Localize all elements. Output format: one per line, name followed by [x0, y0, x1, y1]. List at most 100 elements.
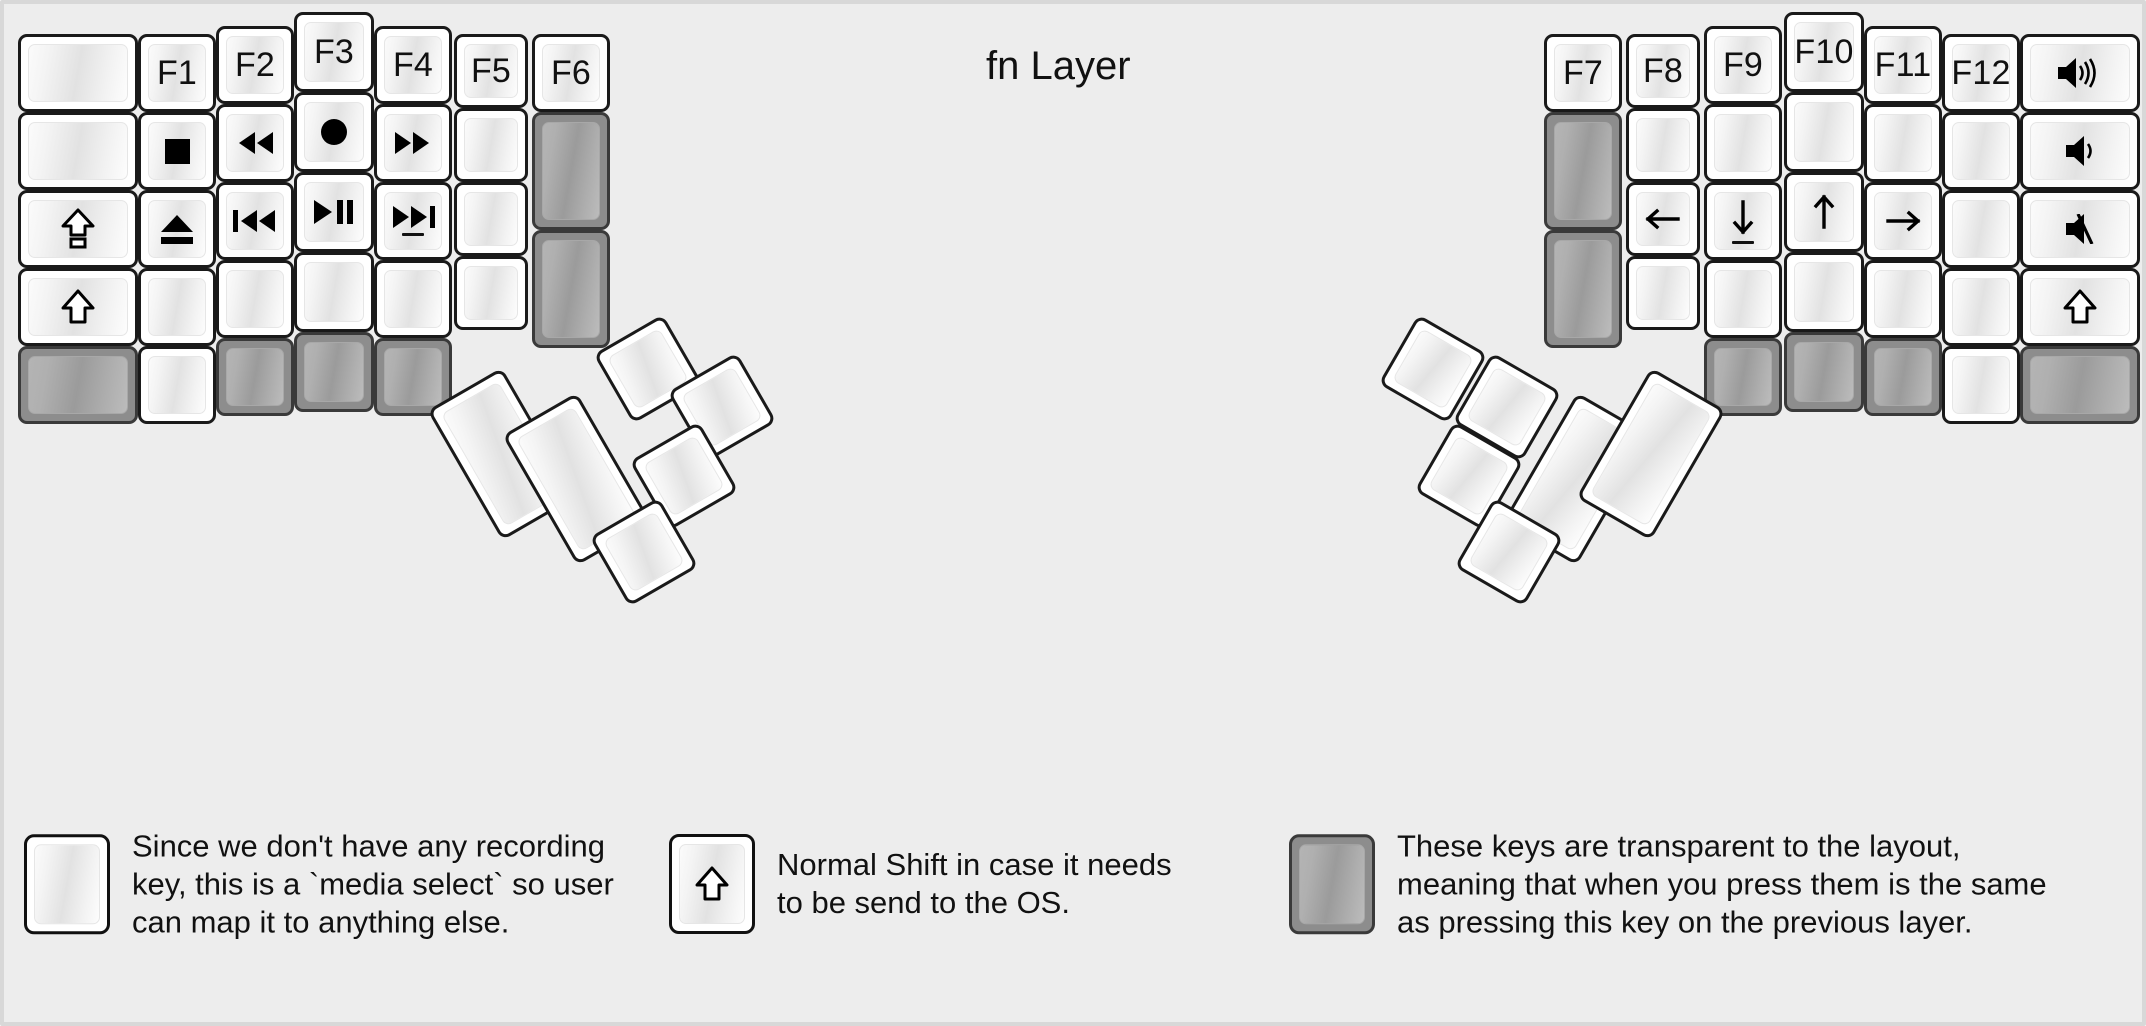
media-eject-icon [159, 213, 195, 245]
keycap-surface [1636, 118, 1690, 172]
key-transparent[interactable] [1864, 338, 1942, 416]
key-transparent[interactable] [532, 230, 610, 348]
key-blank[interactable] [454, 182, 528, 256]
keycap-surface [1874, 192, 1932, 250]
key-media-fforward[interactable] [374, 104, 452, 182]
key-transparent[interactable] [1784, 332, 1864, 412]
key-blank[interactable] [1942, 190, 2020, 268]
keycap-surface [2030, 356, 2130, 414]
key-media-prev[interactable] [216, 182, 294, 260]
key-blank[interactable] [294, 252, 374, 332]
key-transparent[interactable] [532, 112, 610, 230]
key-f9[interactable]: F9 [1704, 26, 1782, 104]
key-f2[interactable]: F2 [216, 26, 294, 104]
key-label: F12 [1952, 54, 2010, 92]
keycap-surface [1714, 114, 1772, 172]
key-transparent[interactable] [294, 332, 374, 412]
keycap-surface: F8 [1636, 44, 1690, 98]
key-media-eject[interactable] [138, 190, 216, 268]
keycap-surface [28, 200, 128, 258]
key-blank[interactable] [1626, 256, 1700, 330]
key-transparent[interactable] [1704, 338, 1782, 416]
key-transparent[interactable] [2020, 346, 2140, 424]
key-media-record[interactable] [294, 92, 374, 172]
keycap-surface [464, 118, 518, 172]
key-arrow-left[interactable] [1626, 182, 1700, 256]
key-blank[interactable] [1942, 346, 2020, 424]
legend-media-select-swatch[interactable] [24, 834, 110, 934]
key-f3[interactable]: F3 [294, 12, 374, 92]
key-blank[interactable] [1864, 104, 1942, 182]
arrow-right-icon [1884, 209, 1922, 233]
key-transparent[interactable] [374, 338, 452, 416]
key-f5[interactable]: F5 [454, 34, 528, 108]
key-transparent[interactable] [1544, 112, 1622, 230]
legend-transparent: These keys are transparent to the layout… [1289, 827, 2047, 940]
key-arrow-up[interactable] [1784, 172, 1864, 252]
keycap-surface [2030, 44, 2130, 102]
keycap-surface [226, 192, 284, 250]
key-label: F7 [1562, 54, 1604, 92]
key-media-rewind[interactable] [216, 104, 294, 182]
key-f6[interactable]: F6 [532, 34, 610, 112]
key-blank[interactable] [1942, 112, 2020, 190]
arrow-down-under-icon [1731, 198, 1755, 244]
keycap-surface [679, 844, 745, 924]
keycap-surface [384, 270, 442, 328]
key-caps-lock[interactable] [18, 190, 138, 268]
key-blank[interactable] [1704, 260, 1782, 338]
key-transparent[interactable] [216, 338, 294, 416]
shift-icon [2062, 289, 2098, 325]
key-shift[interactable] [2020, 268, 2140, 346]
key-f12[interactable]: F12 [1942, 34, 2020, 112]
key-label: F9 [1722, 46, 1764, 84]
keycap-surface [304, 262, 364, 322]
key-volume-mute[interactable] [2020, 190, 2140, 268]
keycap-surface [1794, 102, 1854, 162]
shift-icon [694, 866, 730, 902]
key-blank[interactable] [18, 34, 138, 112]
key-shift[interactable] [18, 268, 138, 346]
keycap-surface [542, 122, 600, 220]
keycap-surface [1794, 342, 1854, 402]
key-blank[interactable] [374, 260, 452, 338]
keycap-surface: F11 [1874, 36, 1932, 94]
media-rewind-icon [235, 132, 275, 154]
key-f8[interactable]: F8 [1626, 34, 1700, 108]
key-blank[interactable] [1704, 104, 1782, 182]
key-blank[interactable] [1784, 92, 1864, 172]
key-volume-down[interactable] [2020, 112, 2140, 190]
keycap-surface [1874, 114, 1932, 172]
key-blank[interactable] [1784, 252, 1864, 332]
key-volume-up[interactable] [2020, 34, 2140, 112]
key-blank[interactable] [18, 112, 138, 190]
key-blank[interactable] [1942, 268, 2020, 346]
key-f10[interactable]: F10 [1784, 12, 1864, 92]
key-blank[interactable] [1864, 260, 1942, 338]
key-blank[interactable] [454, 108, 528, 182]
key-blank[interactable] [138, 346, 216, 424]
key-media-playpause[interactable] [294, 172, 374, 252]
key-f4[interactable]: F4 [374, 26, 452, 104]
key-f11[interactable]: F11 [1864, 26, 1942, 104]
key-label: F4 [392, 46, 434, 84]
key-blank[interactable] [216, 260, 294, 338]
key-media-next-under[interactable] [374, 182, 452, 260]
key-f7[interactable]: F7 [1544, 34, 1622, 112]
legend-transparent-swatch[interactable] [1289, 834, 1375, 934]
arrow-left-icon [1644, 207, 1682, 231]
key-transparent[interactable] [1544, 230, 1622, 348]
key-blank[interactable] [138, 268, 216, 346]
key-f1[interactable]: F1 [138, 34, 216, 112]
key-media-stop[interactable] [138, 112, 216, 190]
key-transparent[interactable] [18, 346, 138, 424]
media-record-icon [321, 119, 347, 145]
legend-normal-shift-swatch[interactable] [669, 834, 755, 934]
key-arrow-right[interactable] [1864, 182, 1942, 260]
key-blank[interactable] [454, 256, 528, 330]
keycap-surface: F4 [384, 36, 442, 94]
keycap-surface [1636, 266, 1690, 320]
key-arrow-down-under[interactable] [1704, 182, 1782, 260]
key-blank[interactable] [1626, 108, 1700, 182]
